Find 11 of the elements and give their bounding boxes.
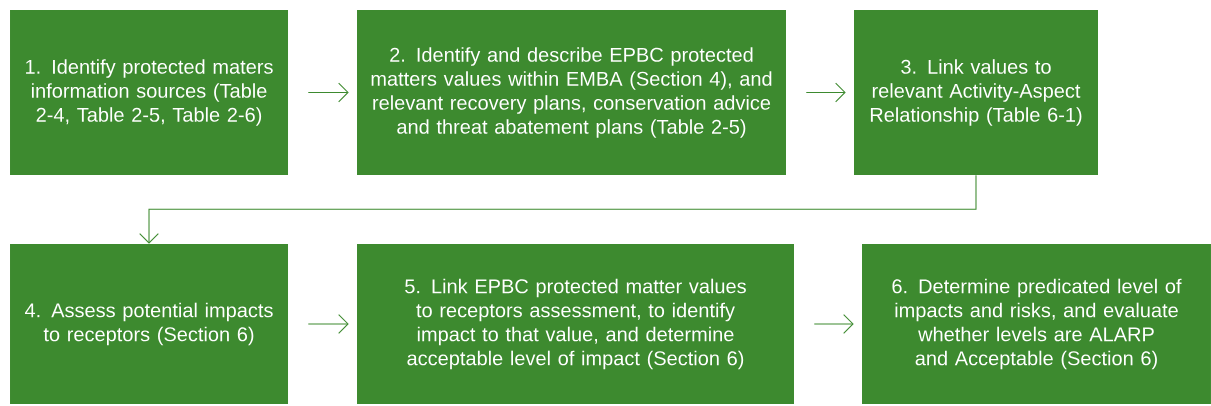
arrow [813, 314, 854, 334]
arrow [307, 314, 349, 334]
arrow [139, 174, 977, 244]
arrow [805, 82, 846, 103]
arrow [307, 82, 349, 103]
process-box: 6. Determine predicated level of impacts and risks, and evaluate whether levels are ALARP and Acceptable (Section 6) [862, 244, 1211, 404]
process-box: 5. Link EPBC protected matter values to receptors assessment, to identify impact to that value, and determine acceptable level of impact (Section 6) [357, 244, 794, 404]
process-box: 3. Link values to relevant Activity-Aspect Relationship (Table 6-1) [854, 10, 1098, 175]
process-box: 1. Identify protected maters information sources (Table 2-4, Table 2-5, Table 2-6) [10, 10, 288, 175]
process-box: 2. Identify and describe EPBC protected matters values within EMBA (Section 4), and relevant recovery plans, conservation advice and threat abatement plans (Table 2-5) [357, 10, 786, 175]
process-box: 4. Assess potential impacts to receptors (Section 6) [10, 244, 288, 404]
